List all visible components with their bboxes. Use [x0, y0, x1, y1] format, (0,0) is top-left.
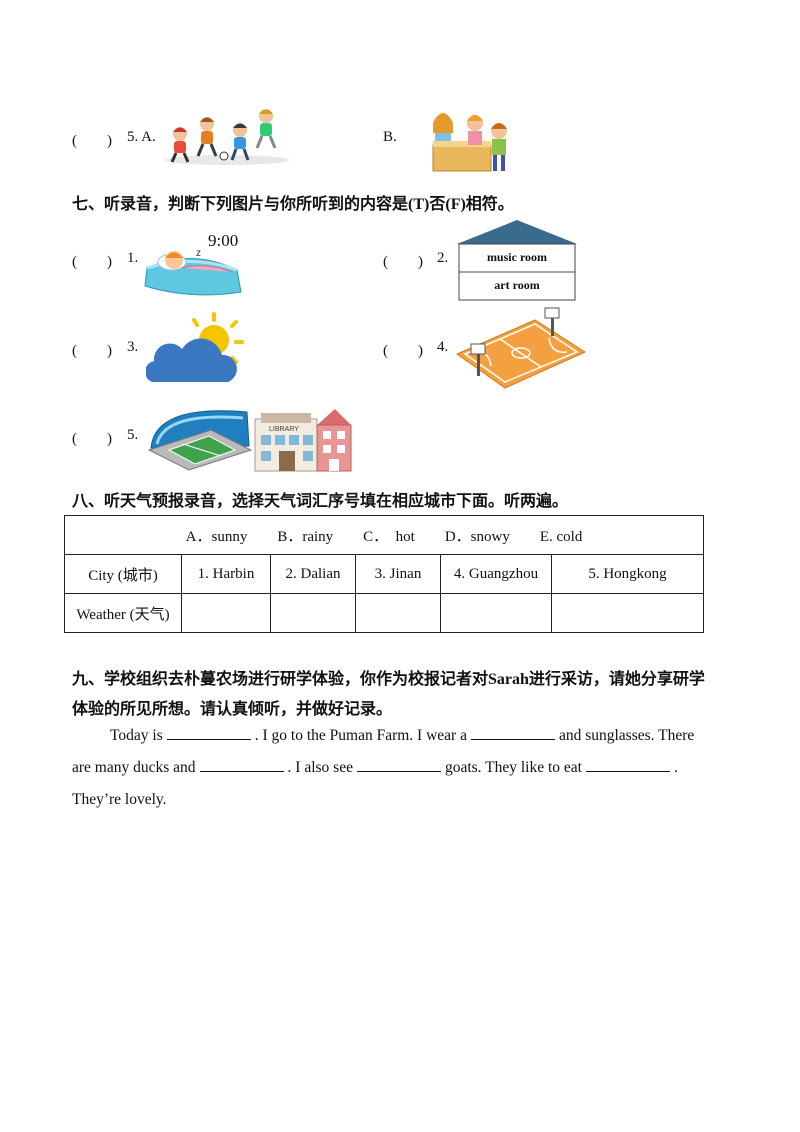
answer-blank[interactable]	[166, 725, 251, 740]
sleeping-in-bed-picture: z	[144, 248, 242, 296]
answer-paren: ( )	[72, 133, 112, 149]
library-sign: LIBRARY	[269, 426, 299, 433]
section-9-heading-line1: 九、学校组织去朴蔓农场进行研学体验，你作为校报记者对Sarah进行采访，请她分享…	[72, 665, 705, 689]
answer-paren: ( )	[383, 343, 423, 359]
passage-text: Today is	[110, 727, 163, 744]
passage-text: .	[673, 759, 678, 776]
room-label-music: music room	[486, 250, 548, 264]
weather-answer-cell[interactable]	[270, 593, 356, 633]
city-row-label: City (城市)	[64, 554, 182, 594]
question-number: 3.	[127, 339, 139, 355]
question-number: 5.	[127, 427, 139, 443]
city-cell: 5. Hongkong	[551, 554, 704, 594]
clock-time: 9:00	[208, 231, 239, 250]
passage-line-2: are many ducks and . I also see goats. The…	[72, 752, 678, 784]
passage-text: and sunglasses. There	[558, 727, 695, 744]
answer-paren: ( )	[72, 343, 112, 359]
library-building-picture: LIBRARY	[254, 409, 352, 472]
weather-answer-cell[interactable]	[551, 593, 704, 633]
weather-row-label: Weather (天气)	[64, 593, 182, 633]
passage-line-1: Today is . I go to the Puman Farm. I wear…	[110, 720, 694, 752]
heading-text: 进行采访，请她分享研学	[528, 669, 705, 688]
city-cell: 4. Guangzhou	[440, 554, 552, 594]
shop-counter-picture	[432, 113, 507, 172]
question-number: 2.	[437, 250, 449, 266]
answer-blank[interactable]	[199, 757, 284, 772]
passage-text: . I also see	[287, 759, 353, 776]
heading-text: 相符。	[465, 194, 514, 213]
passage-text: are many ducks and	[72, 759, 196, 776]
answer-blank[interactable]	[356, 757, 441, 772]
sleep-zzz: z	[196, 248, 201, 259]
basketball-court-picture	[455, 307, 587, 389]
answer-paren: ( )	[72, 254, 112, 270]
school-house-picture	[457, 220, 577, 301]
city-cell: 1. Harbin	[181, 554, 271, 594]
room-label-art: art room	[494, 278, 540, 292]
passage-text: goats. They like to eat	[444, 759, 582, 776]
passage-text: . I go to the Puman Farm. I wear a	[254, 727, 467, 744]
answer-blank[interactable]	[470, 725, 555, 740]
section-8-heading: 八、听天气预报录音，选择天气词汇序号填在相应城市下面。听两遍。	[72, 491, 569, 510]
heading-false-mark: (F)	[445, 196, 466, 213]
heading-name: Sarah	[488, 671, 529, 688]
question-number: 1.	[127, 250, 139, 266]
answer-paren: ( )	[72, 431, 112, 447]
passage-line-3: They’re lovely.	[72, 791, 167, 808]
weather-answer-cell[interactable]	[440, 593, 552, 633]
weather-table: A．sunny B．rainy C． hot D．snowy E. cold C…	[64, 515, 704, 633]
option-b-label: B.	[383, 129, 397, 145]
weather-answer-cell[interactable]	[181, 593, 271, 633]
city-cell: 3. Jinan	[355, 554, 441, 594]
section-9-heading-line2: 体验的所见所想。请认真倾听，并做好记录。	[72, 699, 393, 718]
weather-answer-cell[interactable]	[355, 593, 441, 633]
question-number: 4.	[437, 339, 449, 355]
stadium-picture	[147, 410, 252, 471]
question-number: 5. A.	[127, 129, 156, 145]
heading-true-mark: (T)	[408, 196, 430, 213]
cloudy-sunny-icon	[146, 312, 244, 382]
heading-text: 七、听录音，判断下列图片与你所听到的内容是	[72, 194, 409, 213]
section-7-heading: 七、听录音，判断下列图片与你所听到的内容是(T)否(F)相符。	[72, 190, 514, 214]
answer-paren: ( )	[383, 254, 423, 270]
answer-blank[interactable]	[585, 757, 670, 772]
kids-playing-picture	[165, 109, 289, 165]
weather-options: A．sunny B．rainy C． hot D．snowy E. cold	[64, 515, 704, 555]
heading-text: 九、学校组织去朴蔓农场进行研学体验，你作为校报记者对	[72, 669, 489, 688]
city-cell: 2. Dalian	[270, 554, 356, 594]
heading-text: 否	[429, 194, 446, 213]
